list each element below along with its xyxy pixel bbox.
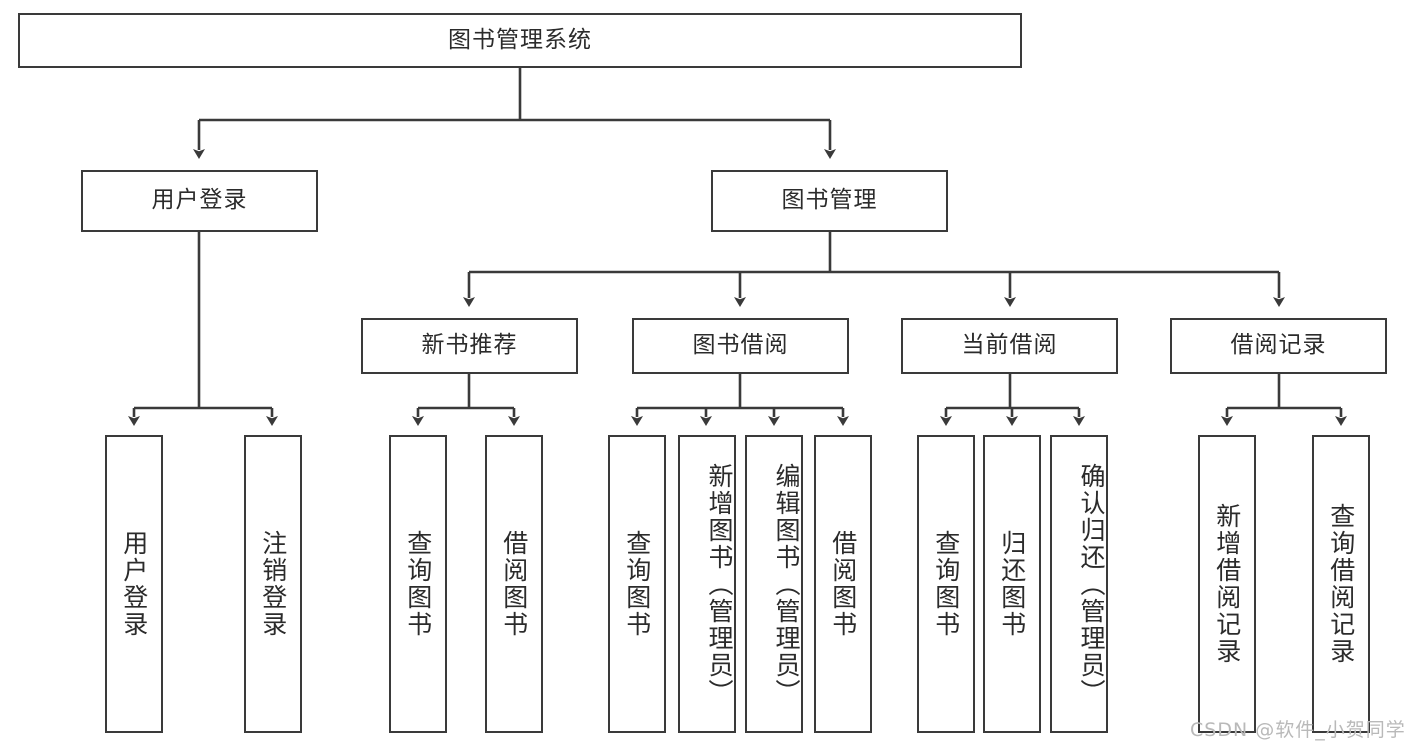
leaf-label: 查询图书 — [403, 530, 433, 638]
leaf-user-login-signin[interactable]: 用户登录 — [105, 435, 163, 733]
node-book-borrow[interactable]: 图书借阅 — [632, 318, 849, 374]
leaf-label: 归还图书 — [997, 530, 1027, 638]
leaf-label: 新增图书（管理员） — [705, 462, 734, 706]
node-new-book-recommend-label: 新书推荐 — [421, 332, 518, 359]
node-book-management[interactable]: 图书管理 — [711, 170, 948, 232]
leaf-label: 编辑图书（管理员） — [772, 462, 801, 706]
leaf-current-borrow-confirm-return[interactable]: 确认归还（管理员） — [1050, 435, 1108, 733]
leaf-book-borrow-edit[interactable]: 编辑图书（管理员） — [745, 435, 803, 733]
leaf-label: 注销登录 — [258, 530, 288, 638]
leaf-book-borrow-borrow[interactable]: 借阅图书 — [814, 435, 872, 733]
node-current-borrow[interactable]: 当前借阅 — [901, 318, 1118, 374]
leaf-new-book-borrow[interactable]: 借阅图书 — [485, 435, 543, 733]
leaf-borrow-record-query[interactable]: 查询借阅记录 — [1312, 435, 1370, 733]
node-user-login[interactable]: 用户登录 — [81, 170, 318, 232]
node-current-borrow-label: 当前借阅 — [961, 332, 1058, 359]
leaf-label: 查询图书 — [622, 530, 652, 638]
node-user-login-label: 用户登录 — [151, 187, 248, 214]
leaf-book-borrow-query[interactable]: 查询图书 — [608, 435, 666, 733]
leaf-label: 查询图书 — [931, 530, 961, 638]
node-borrow-record-label: 借阅记录 — [1230, 332, 1327, 359]
node-book-management-label: 图书管理 — [781, 187, 878, 214]
node-root-label: 图书管理系统 — [448, 26, 592, 53]
leaf-new-book-query[interactable]: 查询图书 — [389, 435, 447, 733]
leaf-label: 借阅图书 — [828, 530, 858, 638]
leaf-book-borrow-add[interactable]: 新增图书（管理员） — [678, 435, 736, 733]
leaf-current-borrow-return[interactable]: 归还图书 — [983, 435, 1041, 733]
leaf-user-login-signout[interactable]: 注销登录 — [244, 435, 302, 733]
leaf-label: 借阅图书 — [499, 530, 529, 638]
leaf-label: 查询借阅记录 — [1326, 503, 1356, 665]
node-root-book-management-system[interactable]: 图书管理系统 — [18, 13, 1022, 68]
leaf-label: 确认归还（管理员） — [1077, 462, 1106, 706]
node-new-book-recommend[interactable]: 新书推荐 — [361, 318, 578, 374]
leaf-borrow-record-add[interactable]: 新增借阅记录 — [1198, 435, 1256, 733]
node-book-borrow-label: 图书借阅 — [692, 332, 789, 359]
csdn-watermark: CSDN @软件_小贺同学 — [1190, 719, 1405, 741]
leaf-label: 新增借阅记录 — [1212, 503, 1242, 665]
node-borrow-record[interactable]: 借阅记录 — [1170, 318, 1387, 374]
leaf-label: 用户登录 — [119, 530, 149, 638]
leaf-current-borrow-query[interactable]: 查询图书 — [917, 435, 975, 733]
